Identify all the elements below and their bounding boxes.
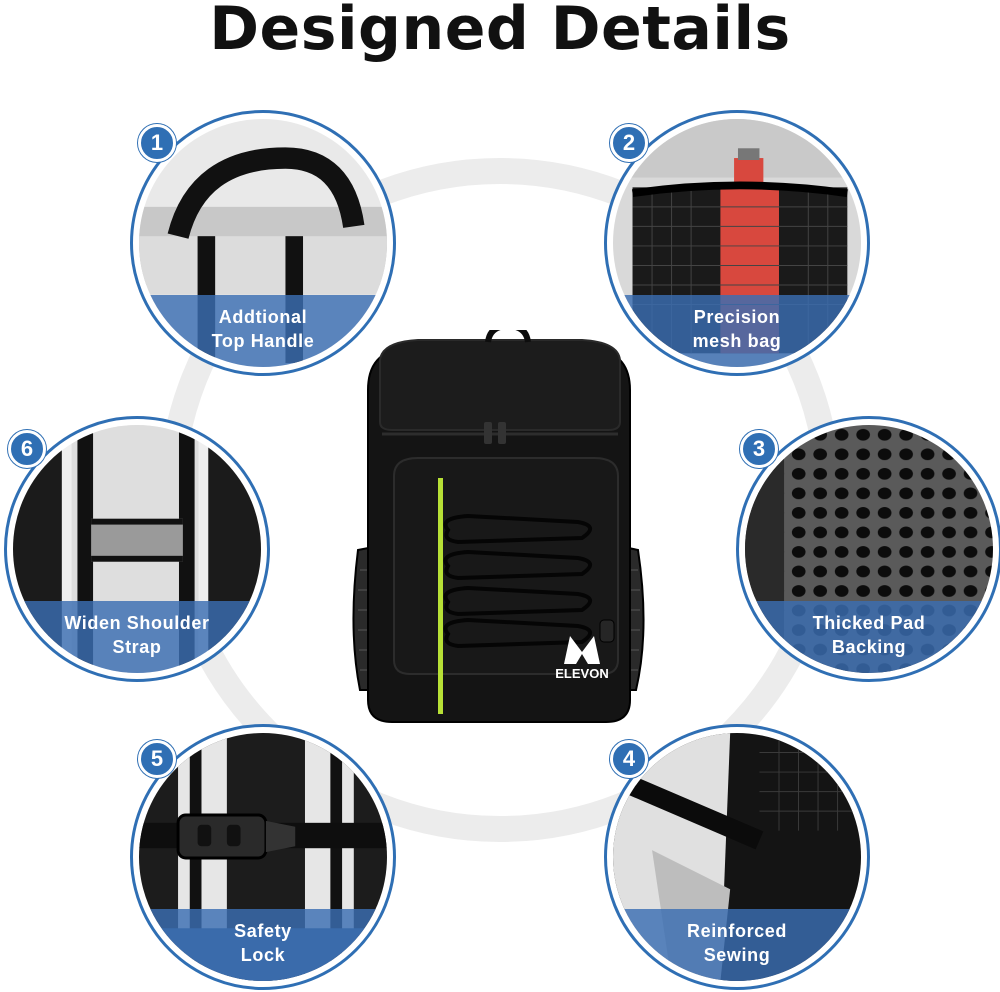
caption-band — [613, 295, 861, 367]
caption-line: Sewing — [703, 945, 771, 965]
detail-number-badge: 4 — [610, 740, 648, 778]
caption-band — [139, 295, 387, 367]
detail-circle-reinforced-sewing: Reinforced Sewing — [604, 724, 870, 990]
detail-caption: Widen Shoulder Strap — [13, 611, 261, 659]
detail-circle-safety-lock: Safety Lock — [130, 724, 396, 990]
detail-caption: Thicked Pad Backing — [745, 611, 993, 659]
caption-line: Safety — [234, 921, 292, 941]
detail-number-badge: 2 — [610, 124, 648, 162]
caption-band — [613, 909, 861, 981]
backpack-illustration: ELEVON — [352, 322, 645, 723]
brand-logo-text: ELEVON — [555, 666, 608, 681]
detail-circle-shoulder-strap: Widen Shoulder Strap — [4, 416, 270, 682]
page-title: Designed Details — [209, 0, 791, 64]
caption-line: Strap — [112, 637, 162, 657]
caption-line: Thicked Pad — [812, 613, 926, 633]
detail-caption: Addtional Top Handle — [139, 305, 387, 353]
detail-caption: Precision mesh bag — [613, 305, 861, 353]
detail-caption: Safety Lock — [139, 919, 387, 967]
caption-line: Addtional — [218, 307, 308, 327]
caption-band — [13, 601, 261, 673]
caption-band — [139, 909, 387, 981]
detail-number-badge: 3 — [740, 430, 778, 468]
detail-number-badge: 6 — [8, 430, 46, 468]
detail-number-badge: 5 — [138, 740, 176, 778]
caption-line: Backing — [831, 637, 907, 657]
caption-line: Widen Shoulder — [64, 613, 210, 633]
caption-line: Top Handle — [211, 331, 315, 351]
detail-number-badge: 1 — [138, 124, 176, 162]
caption-line: Precision — [693, 307, 781, 327]
caption-band — [745, 601, 993, 673]
detail-caption: Reinforced Sewing — [613, 919, 861, 967]
backpack-product-image: ELEVON — [338, 322, 678, 730]
detail-circle-mesh-bag: Precision mesh bag — [604, 110, 870, 376]
caption-line: Lock — [240, 945, 286, 965]
caption-line: Reinforced — [686, 921, 788, 941]
detail-circle-top-handle: Addtional Top Handle — [130, 110, 396, 376]
caption-line: mesh bag — [692, 331, 782, 351]
